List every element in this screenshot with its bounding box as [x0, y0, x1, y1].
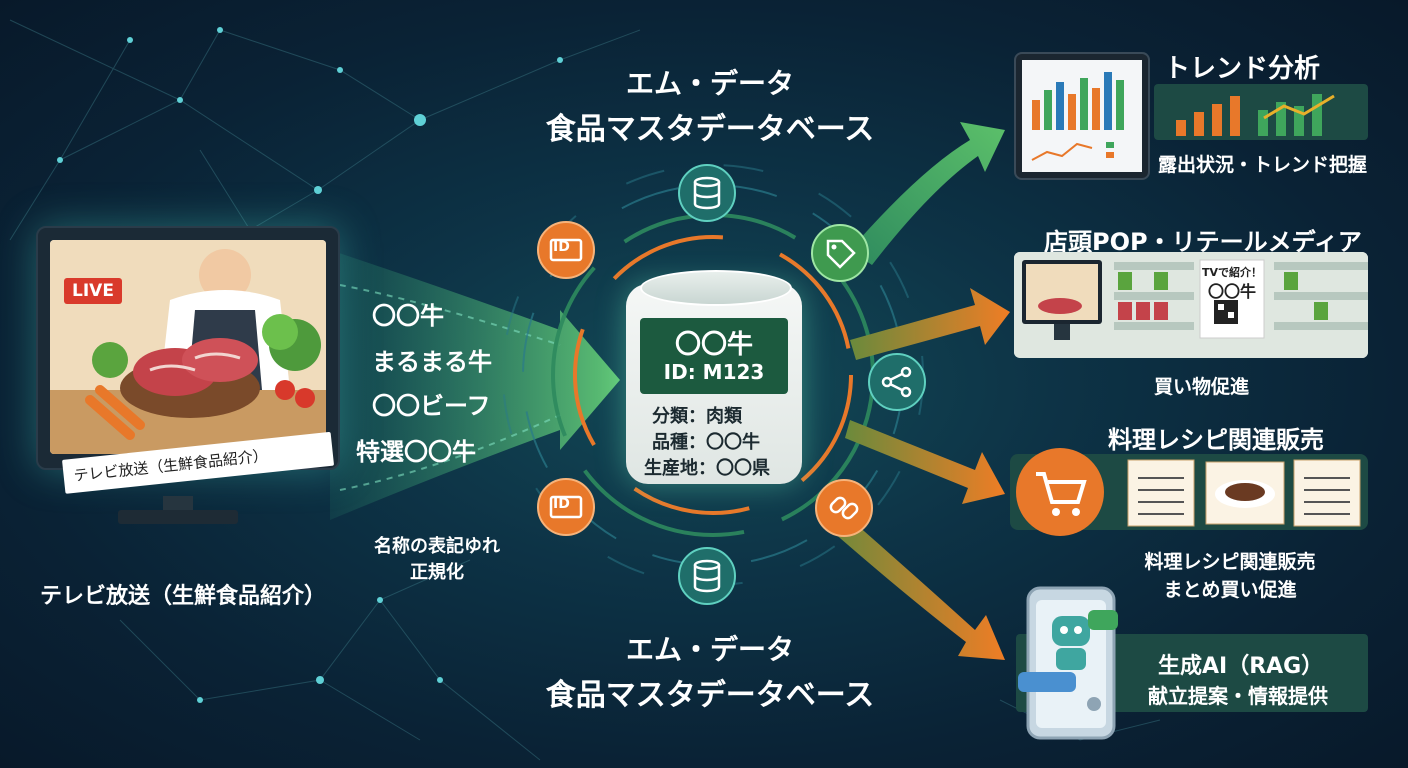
arrow-pop: [850, 288, 1010, 360]
recipe-title: 料理レシピ関連販売: [1108, 426, 1324, 454]
name-variant-4: 特選〇〇牛: [356, 438, 476, 466]
normalization-line1: 名称の表記ゆれ: [374, 536, 500, 557]
title-top: エム・データ 食品マスタデータベース: [520, 62, 900, 148]
pop-caption: 買い物促進: [1154, 376, 1250, 398]
arrow-recipe: [845, 420, 1005, 504]
record-id: ID: M123: [663, 360, 765, 384]
database-icon-2: [678, 547, 736, 605]
arrow-ai: [825, 510, 1005, 660]
link-icon: [815, 479, 873, 537]
tv-label: テレビ放送（生鮮食品紹介）: [40, 584, 327, 609]
live-badge: LIVE: [64, 278, 122, 304]
record-variety: 品種：〇〇牛: [652, 432, 760, 453]
cooking-scene-image: [50, 240, 326, 454]
id-card-icon: [537, 221, 595, 279]
trend-caption: 露出状況・トレンド把握: [1158, 154, 1368, 176]
tablet-chart-image: [1014, 52, 1150, 180]
master-database-record: 〇〇牛 ID: M123 分類：肉類 品種：〇〇牛 生産地：〇〇県: [626, 270, 802, 492]
id-badge-label: ID: [553, 239, 570, 255]
recipe-caption-line2: まとめ買い促進: [1163, 579, 1297, 601]
ai-caption: 献立提案・情報提供: [1148, 684, 1328, 708]
database-cylinder-top: [640, 270, 792, 306]
record-name-box: 〇〇牛 ID: M123: [640, 318, 788, 394]
id-badge-label-2: ID: [553, 496, 570, 512]
id-card-icon-2: [537, 478, 595, 536]
title-top-line2: 食品マスタデータベース: [545, 112, 875, 147]
tv-frame: LIVE テレビ放送（生鮮食品紹介）: [36, 226, 340, 494]
tv-monitor: LIVE テレビ放送（生鮮食品紹介）: [36, 226, 340, 528]
trend-panel: [1154, 84, 1368, 140]
recipe-caption-line1: 料理レシピ関連販売: [1144, 551, 1316, 573]
record-origin: 生産地：〇〇県: [644, 458, 770, 479]
share-icon: [868, 353, 926, 411]
pop-sign-line1: TVで紹介！: [1201, 266, 1263, 279]
title-bottom-line2: 食品マスタデータベース: [545, 678, 875, 713]
normalization-note: 名称の表記ゆれ 正規化: [352, 534, 522, 586]
recipe-caption: 料理レシピ関連販売 まとめ買い促進: [1110, 548, 1350, 604]
trend-bar-image: [1176, 94, 1335, 136]
title-bottom: エム・データ 食品マスタデータベース: [520, 628, 900, 714]
ai-title: 生成AI（RAG）: [1158, 654, 1324, 679]
pop-title: 店頭POP・リテールメディア: [1044, 228, 1362, 256]
record-name: 〇〇牛: [674, 330, 753, 360]
name-variant-3: 〇〇ビーフ: [372, 392, 491, 420]
name-variant-2: まるまる牛: [372, 348, 492, 376]
tag-icon: [811, 224, 869, 282]
cart-icon: [1016, 448, 1104, 536]
tv-screen: [50, 240, 326, 454]
flow-wedge: [330, 250, 620, 520]
tv-stand: [118, 496, 238, 524]
name-variant-1: 〇〇牛: [372, 302, 444, 330]
normalization-line2: 正規化: [410, 562, 464, 583]
trend-title: トレンド分析: [1164, 54, 1321, 84]
title-top-line1: エム・データ: [625, 67, 794, 100]
title-bottom-line1: エム・データ: [625, 633, 794, 666]
record-category: 分類：肉類: [652, 406, 742, 427]
pop-sign-line2: 〇〇牛: [1207, 282, 1256, 301]
database-icon: [678, 164, 736, 222]
store-shelf-image: TVで紹介！ 〇〇牛: [1014, 252, 1368, 358]
arrow-trend: [850, 122, 1005, 265]
